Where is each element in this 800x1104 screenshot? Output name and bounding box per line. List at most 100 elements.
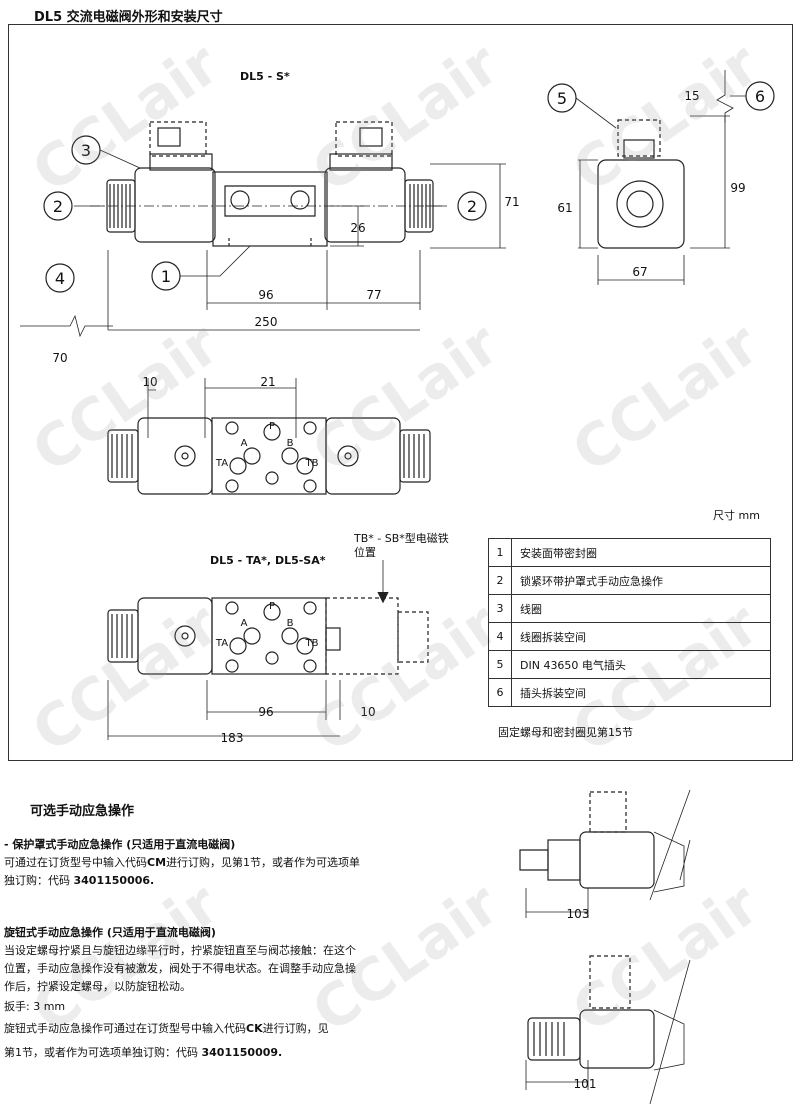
callout-5 — [547, 83, 577, 113]
ck-order-1b: 进行订购，见 — [262, 1022, 329, 1035]
legend-text: 安装面带密封圈 — [511, 538, 771, 567]
dim-77: 77 — [366, 288, 381, 302]
ck-figure — [525, 955, 691, 1104]
dim-183: 183 — [221, 731, 244, 745]
units-label: 尺寸 mm — [713, 509, 760, 522]
cm-text-1b: 进行订购，见第1节，或者作为可选项单 — [166, 856, 361, 869]
ta-phantom-coil — [325, 597, 399, 675]
dim-96: 96 — [258, 288, 273, 302]
ck-order-2a: 第1节，或者作为可选项单独订购：代码 — [4, 1046, 202, 1059]
view-label-bottom: DL5 - TA*, DL5-SA* — [210, 554, 326, 567]
callout-6-label: 6 — [755, 87, 765, 106]
tb-note-1: TB* - SB*型电磁铁 — [353, 531, 449, 545]
callout-3 — [71, 135, 101, 165]
dim-71: 71 — [504, 195, 519, 209]
wrench-size: 扳手: 3 mm — [4, 1000, 66, 1013]
ck-order-1a: 旋钮式手动应急操作可通过在订货型号中输入代码 — [4, 1022, 246, 1035]
dim-10: 10 — [142, 375, 157, 389]
port-b-2: B — [287, 618, 294, 629]
callout-3-label: 3 — [81, 141, 91, 160]
dim-21: 21 — [260, 375, 275, 389]
ck-order-2: 第1节，或者作为可选项单独订购：代码 3401150009. — [4, 1044, 424, 1062]
legend-num: 5 — [488, 650, 512, 679]
drawing-frame — [8, 24, 793, 761]
port-a: A — [241, 438, 248, 449]
right-plug — [359, 127, 383, 147]
left-plug — [157, 127, 181, 147]
port-b: B — [287, 438, 294, 449]
right-plug-outline — [335, 121, 393, 157]
callout-2-right — [457, 191, 487, 221]
callout-2-left — [43, 191, 73, 221]
port-ta: TA — [215, 458, 228, 469]
callout-1-label: 1 — [161, 267, 171, 286]
cm-text-1: 可通过在订货型号中输入代码CM进行订购，见第1节，或者作为可选项单 — [4, 854, 424, 872]
ck-text-2: 位置，手动应急操作没有被激发，阀处于不得电状态。在调整手动应急操 — [4, 962, 356, 975]
page-title: DL5 交流电磁阀外形和安装尺寸 — [34, 10, 223, 25]
dim-10-bottom: 10 — [360, 705, 375, 719]
view-label-top: DL5 - S* — [240, 70, 290, 83]
right-coil-top — [329, 153, 393, 171]
cm-text-2a: 独订购：代码 — [4, 874, 74, 887]
port-tb-2: TB — [305, 638, 319, 649]
ck-subheading: 旋钮式手动应急操作 (只适用于直流电磁阀) — [4, 926, 216, 939]
dim-15: 15 — [684, 89, 699, 103]
legend-text: 插头拆装空间 — [511, 678, 771, 707]
cm-subheading: - 保护罩式手动应急操作 (只适用于直流电磁阀) — [4, 838, 236, 851]
callout-1 — [151, 261, 181, 291]
callout-4-label: 4 — [55, 269, 65, 288]
legend-num: 2 — [488, 566, 512, 595]
legend-text: 线圈拆装空间 — [511, 622, 771, 651]
port-a-2: A — [241, 618, 248, 629]
section-heading: 可选手动应急操作 — [30, 804, 135, 819]
dim-99: 99 — [730, 181, 745, 195]
end-view-coil — [597, 159, 685, 249]
port-p: P — [269, 421, 275, 432]
fastener-note: 固定螺母和密封圈见第15节 — [498, 726, 633, 739]
dim-103: 103 — [567, 907, 590, 921]
legend-text: 锁紧环带护罩式手动应急操作 — [511, 566, 771, 595]
cm-figure — [519, 789, 691, 918]
callout-5-label: 5 — [557, 89, 567, 108]
ck-order-1: 旋钮式手动应急操作可通过在订货型号中输入代码CK进行订购，见 — [4, 1020, 424, 1038]
ck-order-code: 3401150009. — [201, 1046, 283, 1059]
ck-text-3: 作后，拧紧设定螺母，以防旋钮松动。 — [4, 980, 191, 993]
ck-text-1: 当设定螺母拧紧且与旋钮边缘平行时，拧紧旋钮直至与阀芯接触：在这个 — [4, 944, 356, 957]
legend-num: 4 — [488, 622, 512, 651]
dim-67: 67 — [632, 265, 647, 279]
cm-text-1a: 可通过在订货型号中输入代码 — [4, 856, 147, 869]
callout-2-right-label: 2 — [467, 197, 477, 216]
callout-6 — [745, 81, 775, 111]
dim-101: 101 — [574, 1077, 597, 1091]
tb-note-2: 位置 — [354, 545, 376, 559]
left-plug-outline — [149, 121, 207, 157]
left-coil — [134, 167, 216, 243]
dim-96-bottom: 96 — [258, 705, 273, 719]
cm-text-2: 独订购：代码 3401150006. — [4, 872, 424, 890]
dim-70: 70 — [52, 351, 67, 365]
left-coil-top — [149, 153, 213, 171]
dim-26: 26 — [350, 221, 365, 235]
legend-text: 线圈 — [511, 594, 771, 623]
callout-2-left-label: 2 — [53, 197, 63, 216]
legend-text: DIN 43650 电气插头 — [511, 650, 771, 679]
legend-num: 1 — [488, 538, 512, 567]
legend-num: 3 — [488, 594, 512, 623]
valve-body — [212, 171, 328, 247]
dim-61: 61 — [557, 201, 572, 215]
port-ta-2: TA — [215, 638, 228, 649]
callout-4 — [45, 263, 75, 293]
cm-code: CM — [147, 856, 167, 869]
port-p-2: P — [269, 601, 275, 612]
end-view-plug — [617, 119, 661, 157]
ck-code: CK — [246, 1022, 263, 1035]
cm-order-code: 3401150006. — [73, 874, 155, 887]
